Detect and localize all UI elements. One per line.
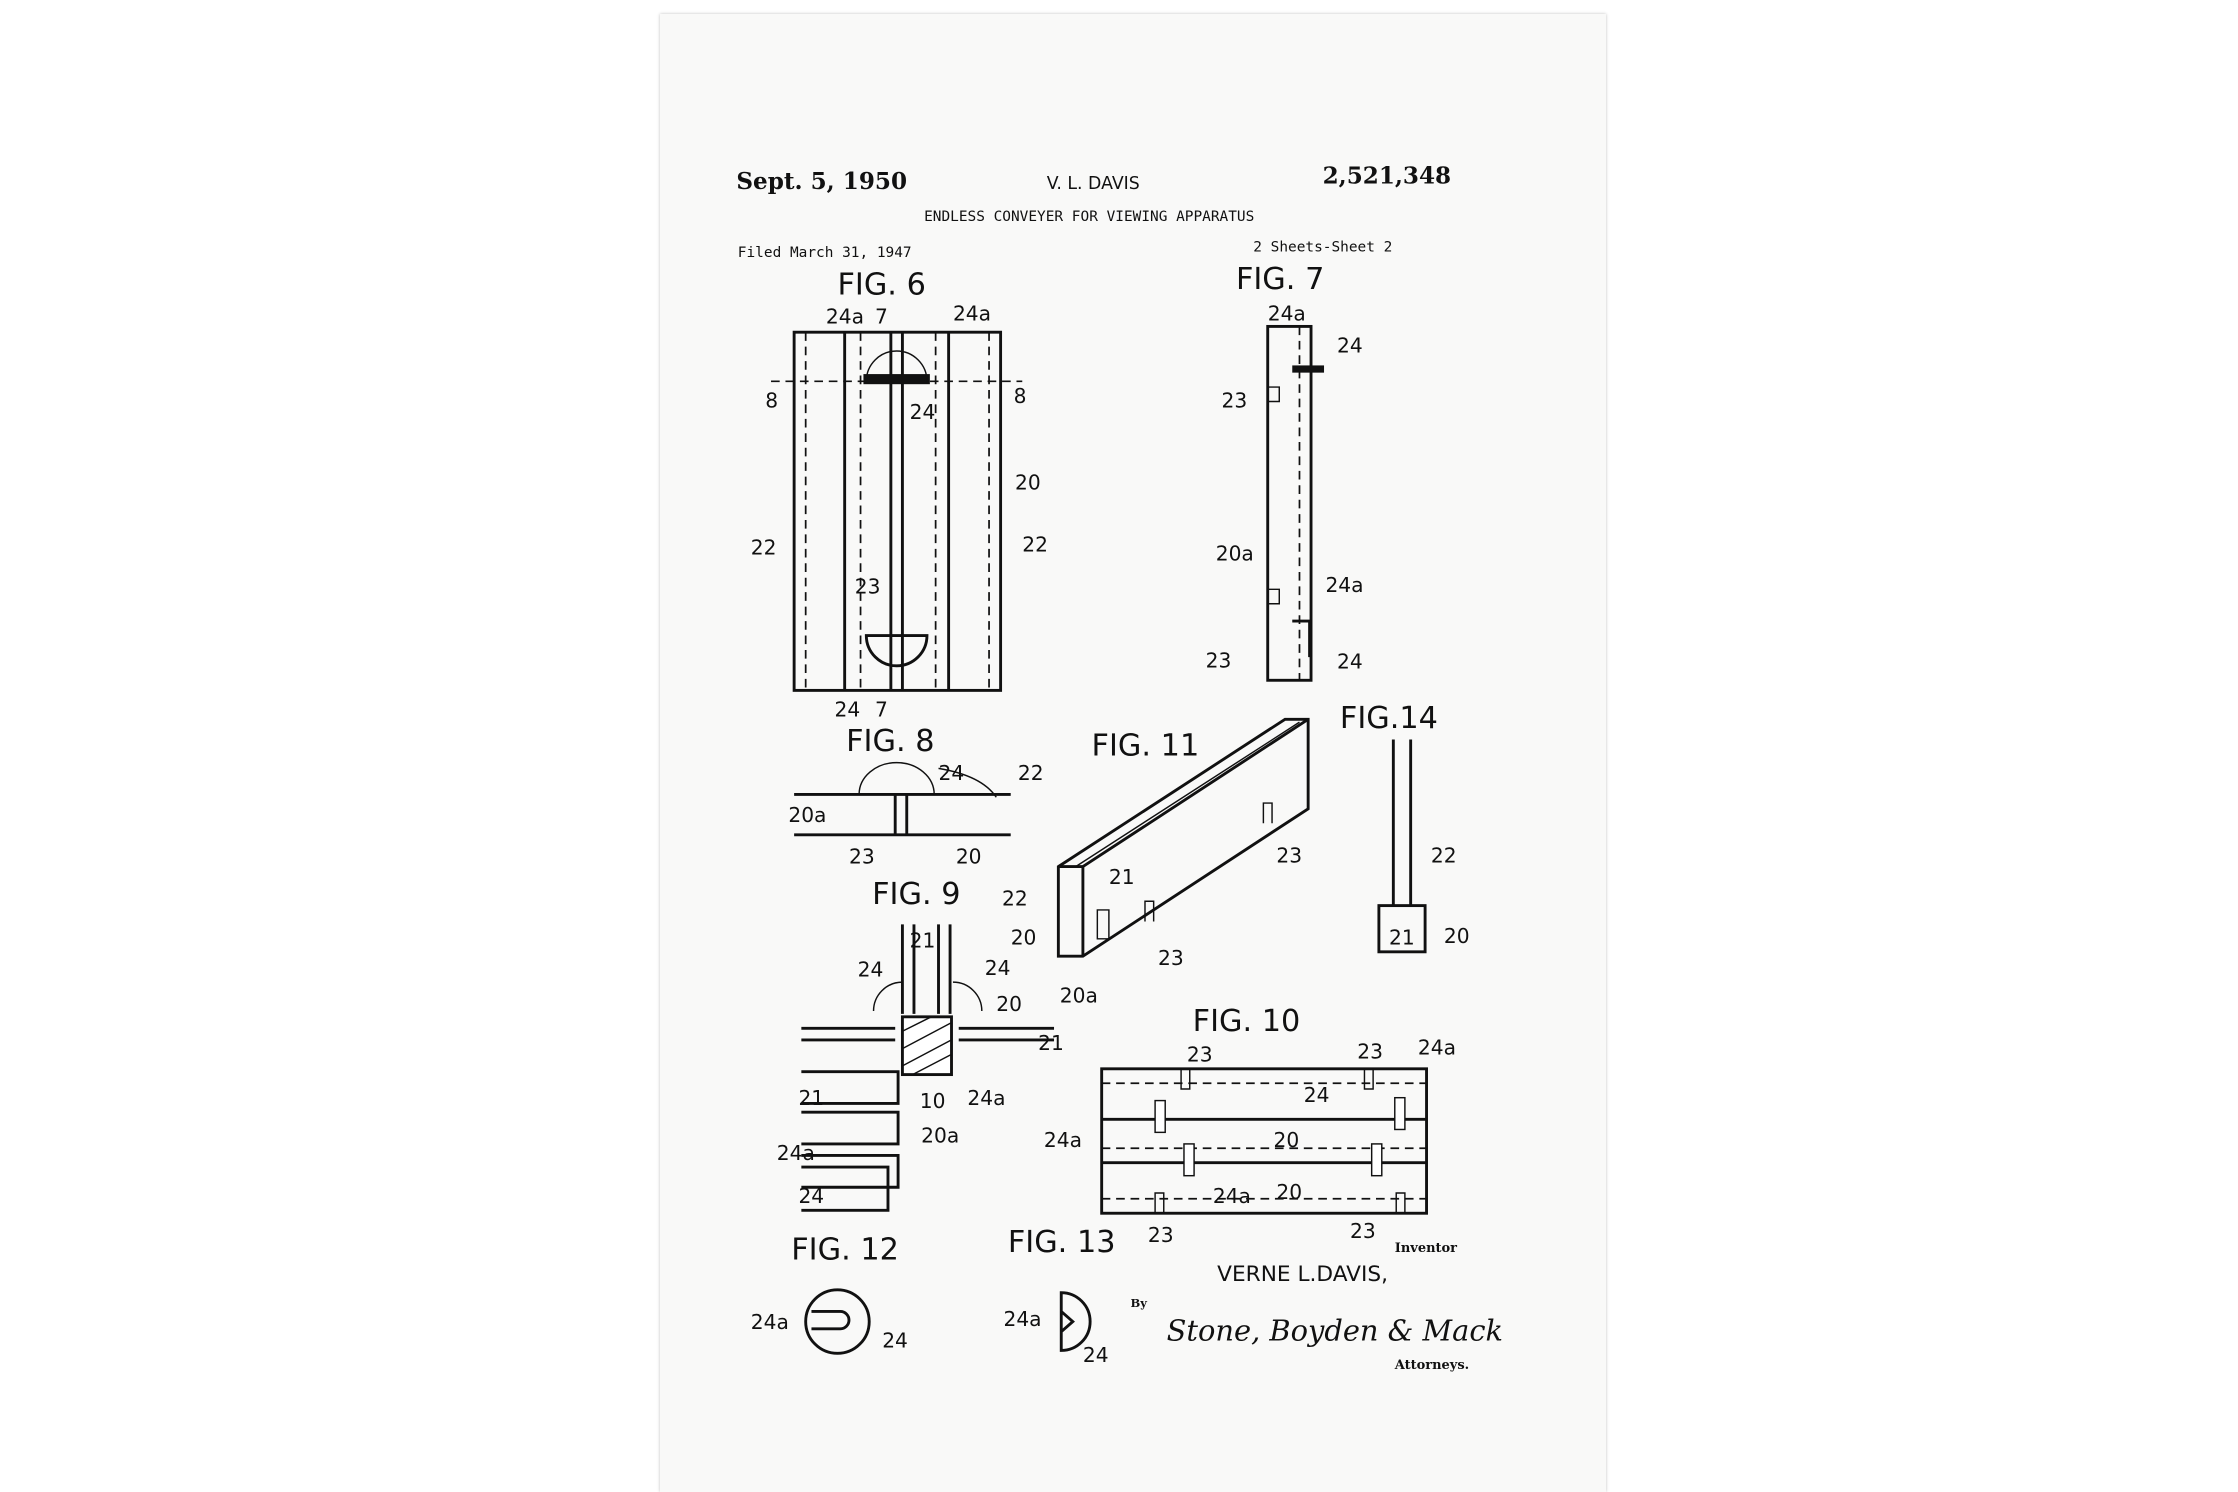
ref-21: 21 <box>798 1086 824 1110</box>
ref-24a: 24a <box>1325 573 1363 597</box>
fig-10-label: FIG. 10 <box>1193 1004 1301 1039</box>
ref-22: 22 <box>1018 761 1044 785</box>
ref-20: 20 <box>1276 1180 1302 1204</box>
ref-20a: 20a <box>788 803 826 827</box>
attorney-signature: Stone, Boyden & Mack <box>1167 1313 1503 1347</box>
ref-20: 20 <box>1444 924 1470 948</box>
ref-7: 7 <box>875 305 888 329</box>
fig-10-drawing <box>1100 1067 1428 1215</box>
ref-22: 22 <box>1431 843 1457 867</box>
ref-23: 23 <box>1148 1223 1174 1247</box>
ref-22: 22 <box>1002 887 1028 911</box>
ref-23: 23 <box>1222 388 1248 412</box>
ref-23: 23 <box>1187 1043 1213 1067</box>
patent-sheet <box>660 14 1606 1492</box>
ref-24a: 24a <box>967 1086 1005 1110</box>
ref-20: 20 <box>996 992 1022 1016</box>
ref-20: 20 <box>1273 1128 1299 1152</box>
fig-7-drawing <box>1266 324 1325 682</box>
ref-24: 24 <box>882 1329 908 1353</box>
ref-20a: 20a <box>1060 983 1098 1007</box>
fig-8-label: FIG. 8 <box>846 724 934 759</box>
inventor-label: Inventor <box>1395 1241 1457 1256</box>
ref-23: 23 <box>1158 946 1184 970</box>
ref-23: 23 <box>849 845 875 869</box>
fig-9-drawing <box>801 924 1055 1212</box>
ref-24a: 24a <box>1044 1128 1082 1152</box>
fig-12-drawing <box>804 1288 871 1355</box>
ref-24a: 24a <box>826 305 864 329</box>
ref-24: 24 <box>1083 1343 1109 1367</box>
ref-24a: 24a <box>1213 1184 1251 1208</box>
ref-22: 22 <box>751 536 777 560</box>
ref-24a: 24a <box>1418 1035 1456 1059</box>
ref-20: 20 <box>1015 471 1041 495</box>
ref-21: 21 <box>1038 1031 1064 1055</box>
ref-24: 24 <box>798 1184 824 1208</box>
ref-23: 23 <box>1357 1040 1383 1064</box>
ref-24a: 24a <box>751 1310 789 1334</box>
ref-24: 24 <box>1337 333 1363 357</box>
ref-8: 8 <box>1014 384 1027 408</box>
fig-12-label: FIG. 12 <box>791 1232 899 1267</box>
ref-24: 24 <box>939 761 965 785</box>
ref-24: 24 <box>835 697 861 721</box>
ref-20: 20 <box>956 845 982 869</box>
fig-13-drawing <box>1059 1291 1092 1352</box>
patent-number: 2,521,348 <box>1323 162 1452 189</box>
ref-21: 21 <box>1389 926 1415 950</box>
ref-22: 22 <box>1022 533 1048 557</box>
inventor-short: V. L. DAVIS <box>1047 174 1140 194</box>
ref-24a: 24a <box>953 302 991 326</box>
ref-21: 21 <box>910 928 936 952</box>
by-label: By <box>1131 1296 1148 1310</box>
ref-24a: 24a <box>1268 302 1306 326</box>
patent-date: Sept. 5, 1950 <box>736 168 907 195</box>
fig-14-label: FIG.14 <box>1340 701 1438 736</box>
fig-6-label: FIG. 6 <box>837 268 925 303</box>
ref-24: 24 <box>858 957 884 981</box>
ref-24: 24 <box>985 956 1011 980</box>
ref-23: 23 <box>855 575 881 599</box>
ref-21: 21 <box>1109 865 1135 889</box>
ref-24: 24 <box>1337 650 1363 674</box>
ref-20: 20 <box>1011 926 1037 950</box>
attorneys-label: Attorneys. <box>1394 1358 1469 1373</box>
fig-7-label: FIG. 7 <box>1236 262 1324 297</box>
ref-24: 24 <box>910 400 936 424</box>
ref-23: 23 <box>1350 1219 1376 1243</box>
ref-8: 8 <box>765 388 778 412</box>
patent-title: ENDLESS CONVEYER FOR VIEWING APPARATUS <box>924 209 1254 225</box>
fig-11-label: FIG. 11 <box>1092 728 1200 763</box>
ref-20a: 20a <box>1216 541 1254 565</box>
fig-8-drawing <box>794 761 1011 837</box>
fig-9-label: FIG. 9 <box>872 877 960 912</box>
ref-24: 24 <box>1304 1083 1330 1107</box>
ref-23: 23 <box>1206 648 1232 672</box>
filed-date: Filed March 31, 1947 <box>738 245 912 261</box>
sheet-count: 2 Sheets-Sheet 2 <box>1253 239 1392 255</box>
fig-6-drawing <box>771 330 1023 692</box>
fig-14-drawing <box>1377 739 1427 954</box>
ref-24a: 24a <box>1003 1307 1041 1331</box>
ref-24a: 24a <box>777 1141 815 1165</box>
ref-10: 10 <box>920 1089 946 1113</box>
ref-23: 23 <box>1276 843 1302 867</box>
ref-7: 7 <box>875 697 888 721</box>
fig-13-label: FIG. 13 <box>1008 1225 1116 1260</box>
ref-20a: 20a <box>921 1123 959 1147</box>
inventor-name: VERNE L.DAVIS, <box>1217 1262 1388 1287</box>
fig-11-drawing <box>1056 717 1310 958</box>
